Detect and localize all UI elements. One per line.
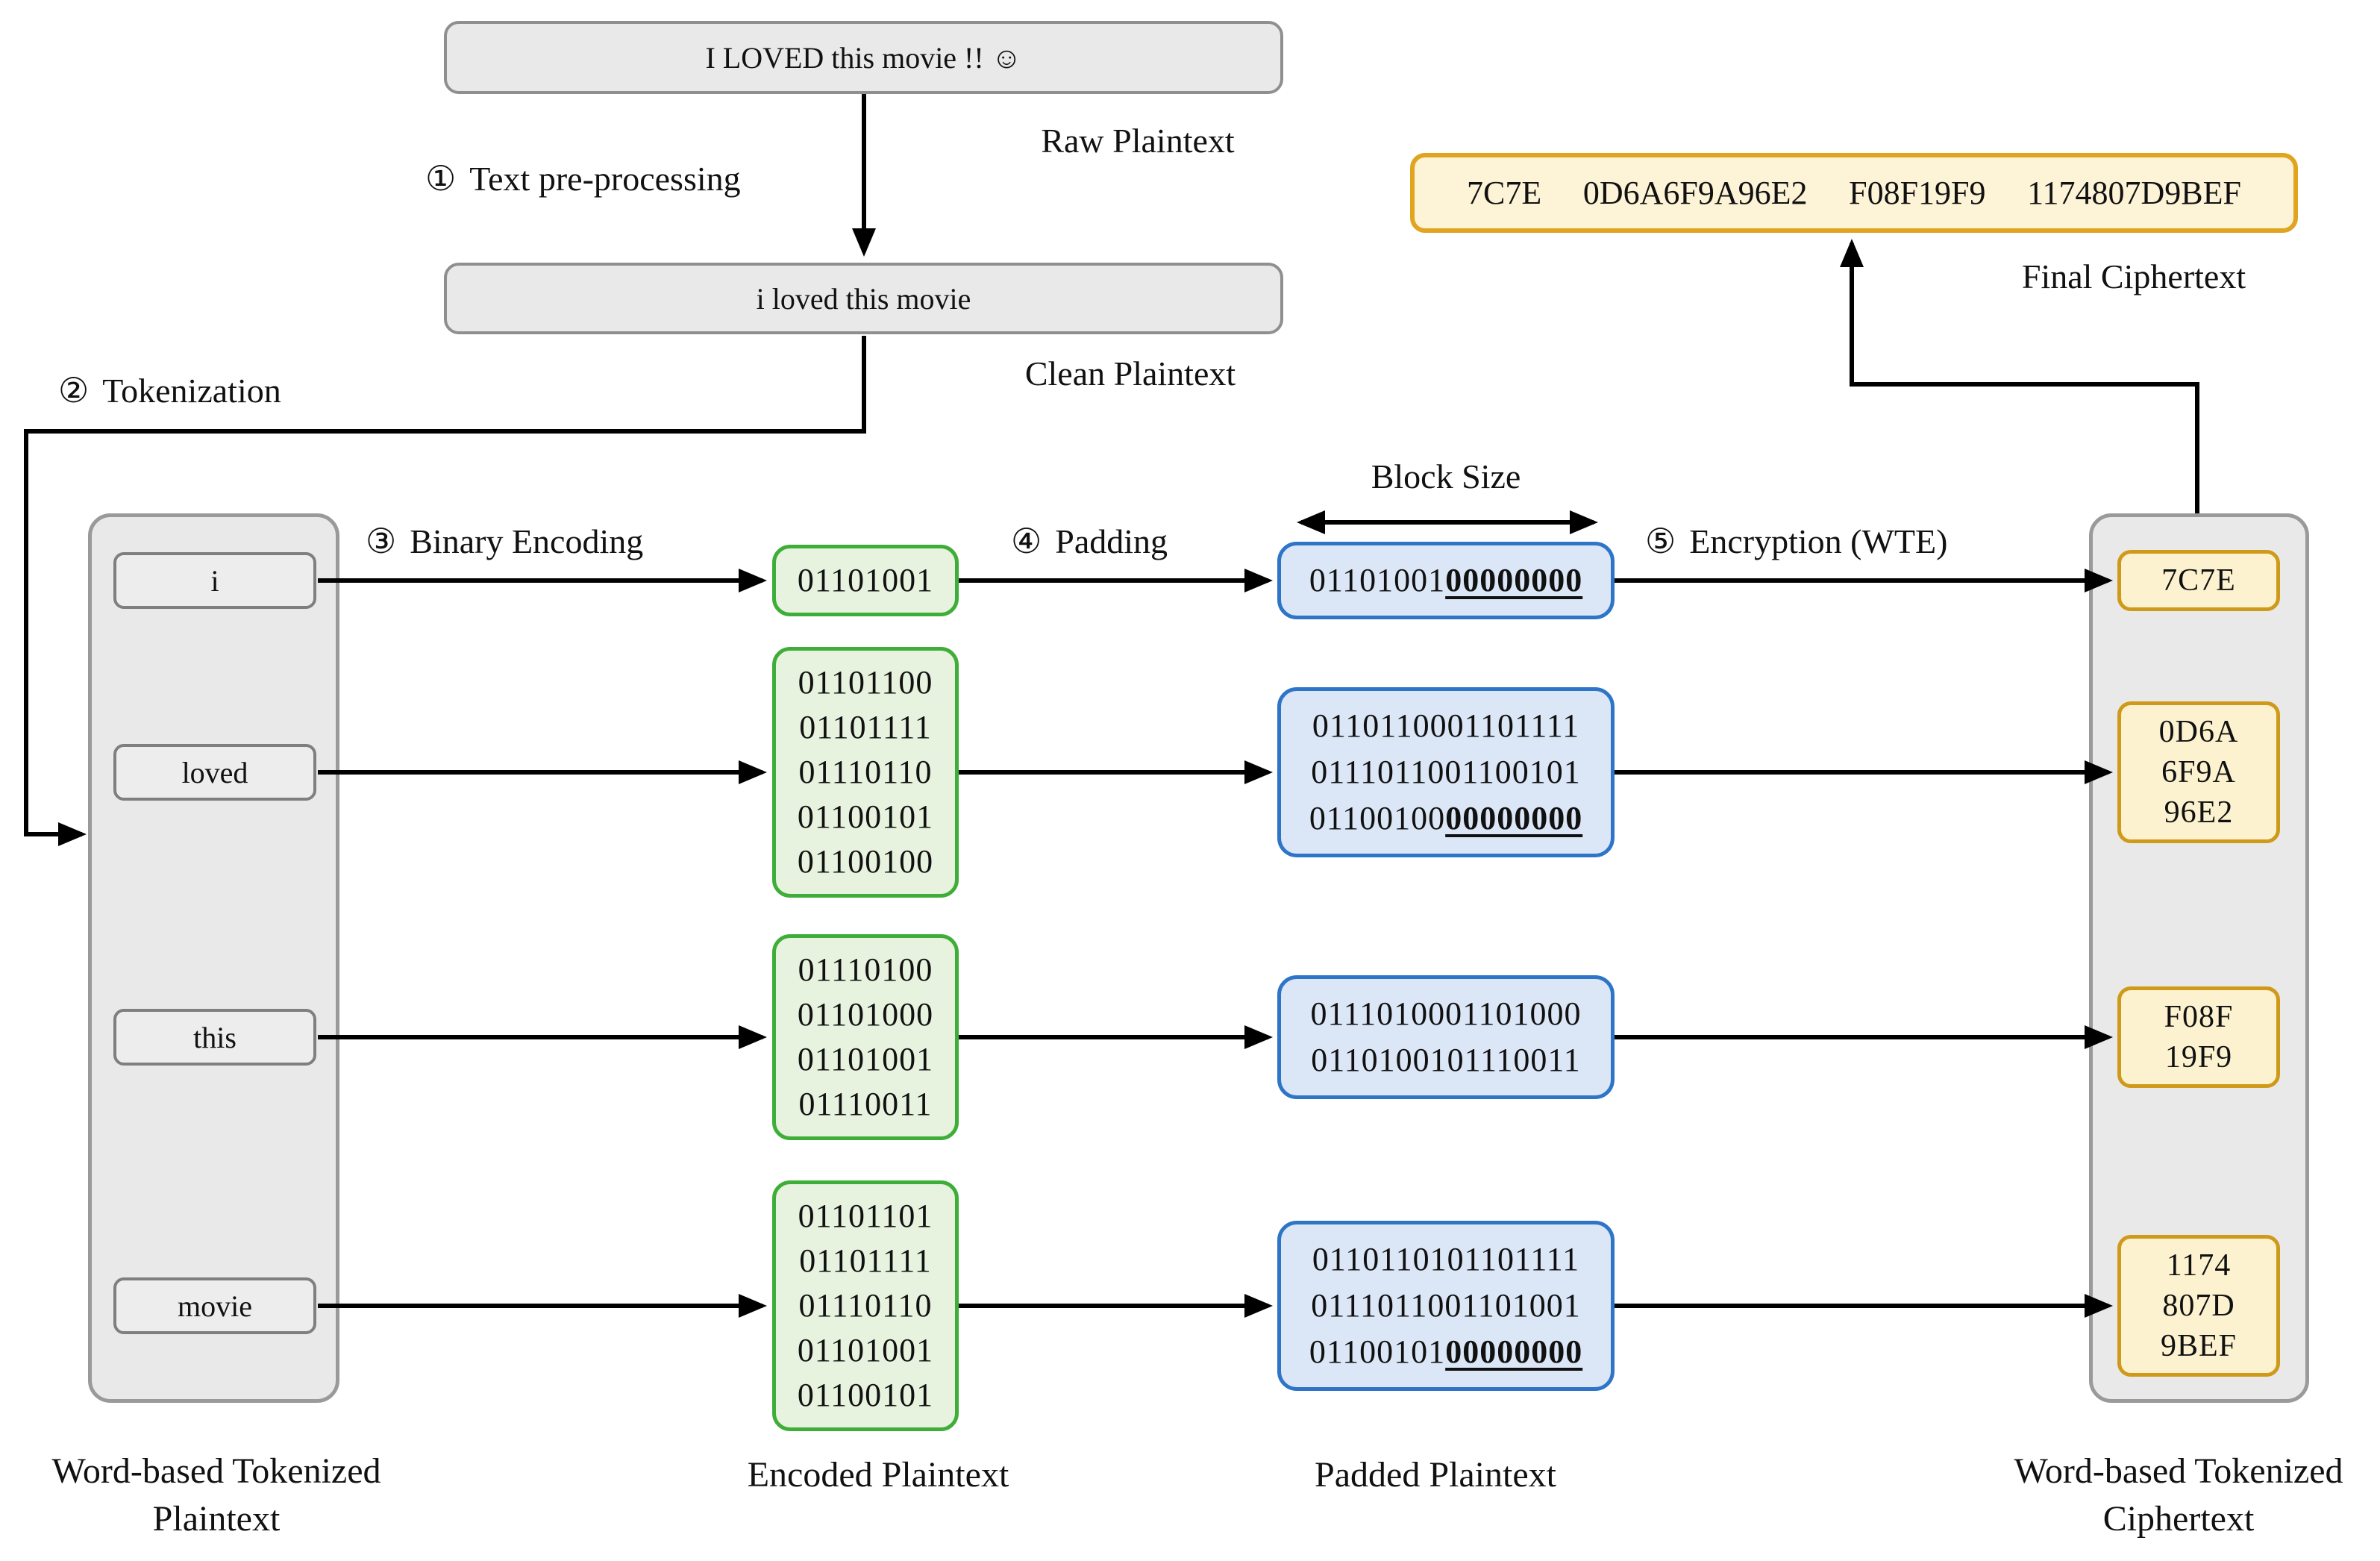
binary-line: 01100100 (797, 843, 934, 880)
padded-binary-line: 0110100101110011 (1311, 1037, 1580, 1083)
step-4-number: ④ (1011, 522, 1042, 560)
ciphertext-box: 1174 807D 9BEF (2117, 1235, 2280, 1377)
binary-line: 01101100 (798, 664, 933, 701)
encoded-plaintext-box: 01101001 (772, 545, 959, 616)
padded-plaintext-box: 0110110001101111 0111011001100101 01100100… (1277, 687, 1615, 857)
data-bits: 0111010001101000 (1310, 995, 1582, 1032)
token-text: movie (178, 1289, 252, 1323)
binary-line: 01100101 (797, 1377, 934, 1413)
padded-binary-line: 0110010100000000 (1309, 1329, 1582, 1375)
binary-line: 01101001 (797, 562, 934, 598)
padded-binary-line: 0111011001100101 (1311, 749, 1580, 795)
encoded-plaintext-box: 01101100 01101111 01110110 01100101 01100100 (772, 647, 959, 898)
step-3-number: ③ (366, 522, 397, 560)
padded-plaintext-box: 0110100100000000 (1277, 542, 1615, 619)
token-box: i (113, 552, 316, 609)
final-ciphertext-label: Final Ciphertext (2021, 257, 2246, 295)
ciphertext-line: 0D6A (2158, 715, 2239, 749)
token-box: this (113, 1009, 316, 1066)
padding-bits: 00000000 (1445, 800, 1583, 836)
final-ciphertext-group: 1174807D9BEF (2027, 175, 2241, 211)
ciphertext-line: 19F9 (2164, 1040, 2233, 1074)
ciphertext-line: 7C7E (2161, 563, 2236, 598)
raw-plaintext-text: I LOVED this movie !! ☺ (705, 40, 1022, 75)
binary-line: 01101111 (799, 709, 932, 745)
token-text: i (210, 563, 219, 598)
block-size-label: Block Size (1371, 457, 1521, 495)
clean-plaintext-box: i loved this movie (444, 263, 1283, 334)
binary-line: 01110110 (798, 754, 933, 790)
padded-binary-line: 0111011001101001 (1311, 1283, 1580, 1329)
caption-tokenized-ciphertext: Word-based Tokenized Ciphertext (2014, 1451, 2343, 1539)
data-bits: 0111011001101001 (1311, 1287, 1581, 1324)
final-ciphertext-group: 0D6A6F9A96E2 (1582, 175, 1808, 211)
ciphertext-line: 807D (2162, 1289, 2235, 1323)
clean-plaintext-text: i loved this movie (756, 281, 971, 316)
binary-line: 01101101 (798, 1198, 933, 1234)
binary-line: 01110100 (798, 951, 933, 988)
token-box: loved (113, 744, 316, 801)
token-box: movie (113, 1277, 316, 1334)
binary-line: 01110110 (798, 1287, 933, 1324)
data-bits: 01101001 (1309, 562, 1446, 598)
final-ciphertext-box: 7C7E 0D6A6F9A96E2 F08F19F9 1174807D9BEF (1410, 153, 2298, 233)
caption-tokenized-plaintext: Word-based Tokenized Plaintext (51, 1451, 381, 1539)
ciphertext-line: 9BEF (2160, 1329, 2237, 1363)
step-1-number: ① (425, 160, 457, 198)
encoded-plaintext-box: 01101101 01101111 01110110 01101001 01100101 (772, 1180, 959, 1431)
raw-plaintext-label: Raw Plaintext (1041, 122, 1235, 160)
padded-binary-line: 0110010000000000 (1309, 795, 1582, 842)
token-text: loved (181, 755, 248, 789)
padded-binary-line: 0110100100000000 (1309, 557, 1582, 604)
binary-line: 01100101 (797, 798, 934, 835)
step-2-number: ② (58, 372, 90, 410)
caption-encoded-plaintext: Encoded Plaintext (747, 1455, 1009, 1495)
padded-plaintext-box: 0111010001101000 0110100101110011 (1277, 975, 1615, 1099)
data-bits: 01100101 (1309, 1333, 1446, 1370)
data-bits: 0110100101110011 (1311, 1042, 1581, 1078)
binary-line: 01101000 (797, 996, 934, 1033)
token-text: this (193, 1020, 237, 1054)
padded-binary-line: 0110110001101111 (1312, 703, 1579, 749)
padded-binary-line: 0111010001101000 (1310, 991, 1581, 1037)
data-bits: 0110110001101111 (1312, 707, 1580, 744)
caption-padded-plaintext: Padded Plaintext (1315, 1455, 1556, 1495)
encoded-plaintext-box: 01110100 01101000 01101001 01110011 (772, 934, 959, 1140)
data-bits: 0111011001100101 (1311, 754, 1581, 790)
ciphertext-box: 7C7E (2117, 550, 2280, 611)
data-bits: 0110110101101111 (1312, 1241, 1580, 1277)
ciphertext-line: 1174 (2166, 1248, 2232, 1283)
binary-line: 01101001 (797, 1041, 934, 1077)
binary-line: 01110011 (798, 1086, 933, 1122)
padding-bits: 00000000 (1445, 1333, 1583, 1370)
step-5-number: ⑤ (1645, 522, 1676, 560)
tokenized-plaintext-container (88, 513, 339, 1403)
data-bits: 01100100 (1309, 800, 1446, 836)
ciphertext-line: 6F9A (2161, 755, 2236, 789)
ciphertext-box: F08F 19F9 (2117, 986, 2280, 1088)
binary-line: 01101001 (797, 1332, 934, 1368)
padding-bits: 00000000 (1445, 562, 1583, 598)
final-ciphertext-group: F08F19F9 (1849, 175, 1986, 211)
padded-binary-line: 0110110101101111 (1312, 1236, 1579, 1283)
ciphertext-line: 96E2 (2164, 795, 2234, 830)
raw-plaintext-box: I LOVED this movie !! ☺ (444, 21, 1283, 94)
padded-plaintext-box: 0110110101101111 0111011001101001 01100101… (1277, 1221, 1615, 1391)
ciphertext-line: F08F (2164, 1000, 2234, 1034)
clean-plaintext-label: Clean Plaintext (1024, 354, 1236, 392)
binary-line: 01101111 (799, 1242, 932, 1279)
ciphertext-box: 0D6A 6F9A 96E2 (2117, 701, 2280, 843)
final-ciphertext-group: 7C7E (1467, 175, 1542, 211)
